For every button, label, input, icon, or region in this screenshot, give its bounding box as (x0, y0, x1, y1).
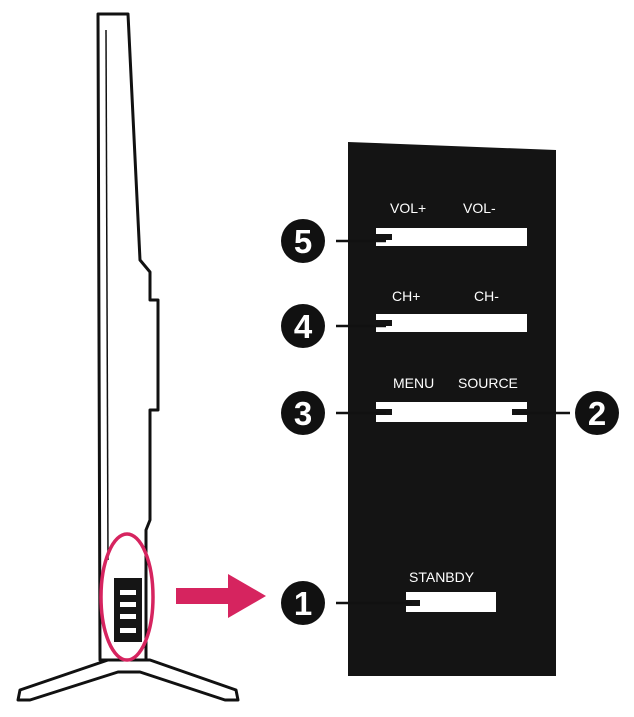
callout-1: 1 (281, 581, 325, 625)
standby-label: STANBDY (409, 569, 475, 585)
tv-side-profile (16, 12, 240, 702)
callout-5: 5 (281, 219, 325, 263)
channel-rocker-button (376, 314, 527, 332)
callout-2-number: 2 (588, 395, 606, 432)
tv-screen-inner-edge (105, 29, 109, 561)
leader-lines (336, 239, 570, 605)
callout-4-number: 4 (294, 308, 313, 345)
highlight-ellipse (99, 532, 155, 662)
callout-4: 4 (281, 304, 325, 348)
vol-plus-label: VOL+ (390, 200, 426, 216)
callout-3: 3 (281, 391, 325, 435)
pink-arrow-icon (176, 574, 266, 618)
callout-2: 2 (575, 391, 619, 435)
menu-source-button (376, 402, 527, 422)
volume-rocker-button (376, 228, 527, 246)
tv-button-cluster (114, 578, 142, 642)
ch-plus-label: CH+ (392, 288, 420, 304)
tv-stand (16, 658, 240, 702)
ch-minus-label: CH- (474, 288, 499, 304)
callout-3-number: 3 (294, 395, 312, 432)
vol-minus-label: VOL- (463, 200, 496, 216)
callout-1-number: 1 (294, 585, 312, 622)
callout-5-number: 5 (294, 223, 312, 260)
source-label: SOURCE (458, 375, 518, 391)
standby-button (406, 592, 496, 612)
menu-label: MENU (393, 375, 434, 391)
